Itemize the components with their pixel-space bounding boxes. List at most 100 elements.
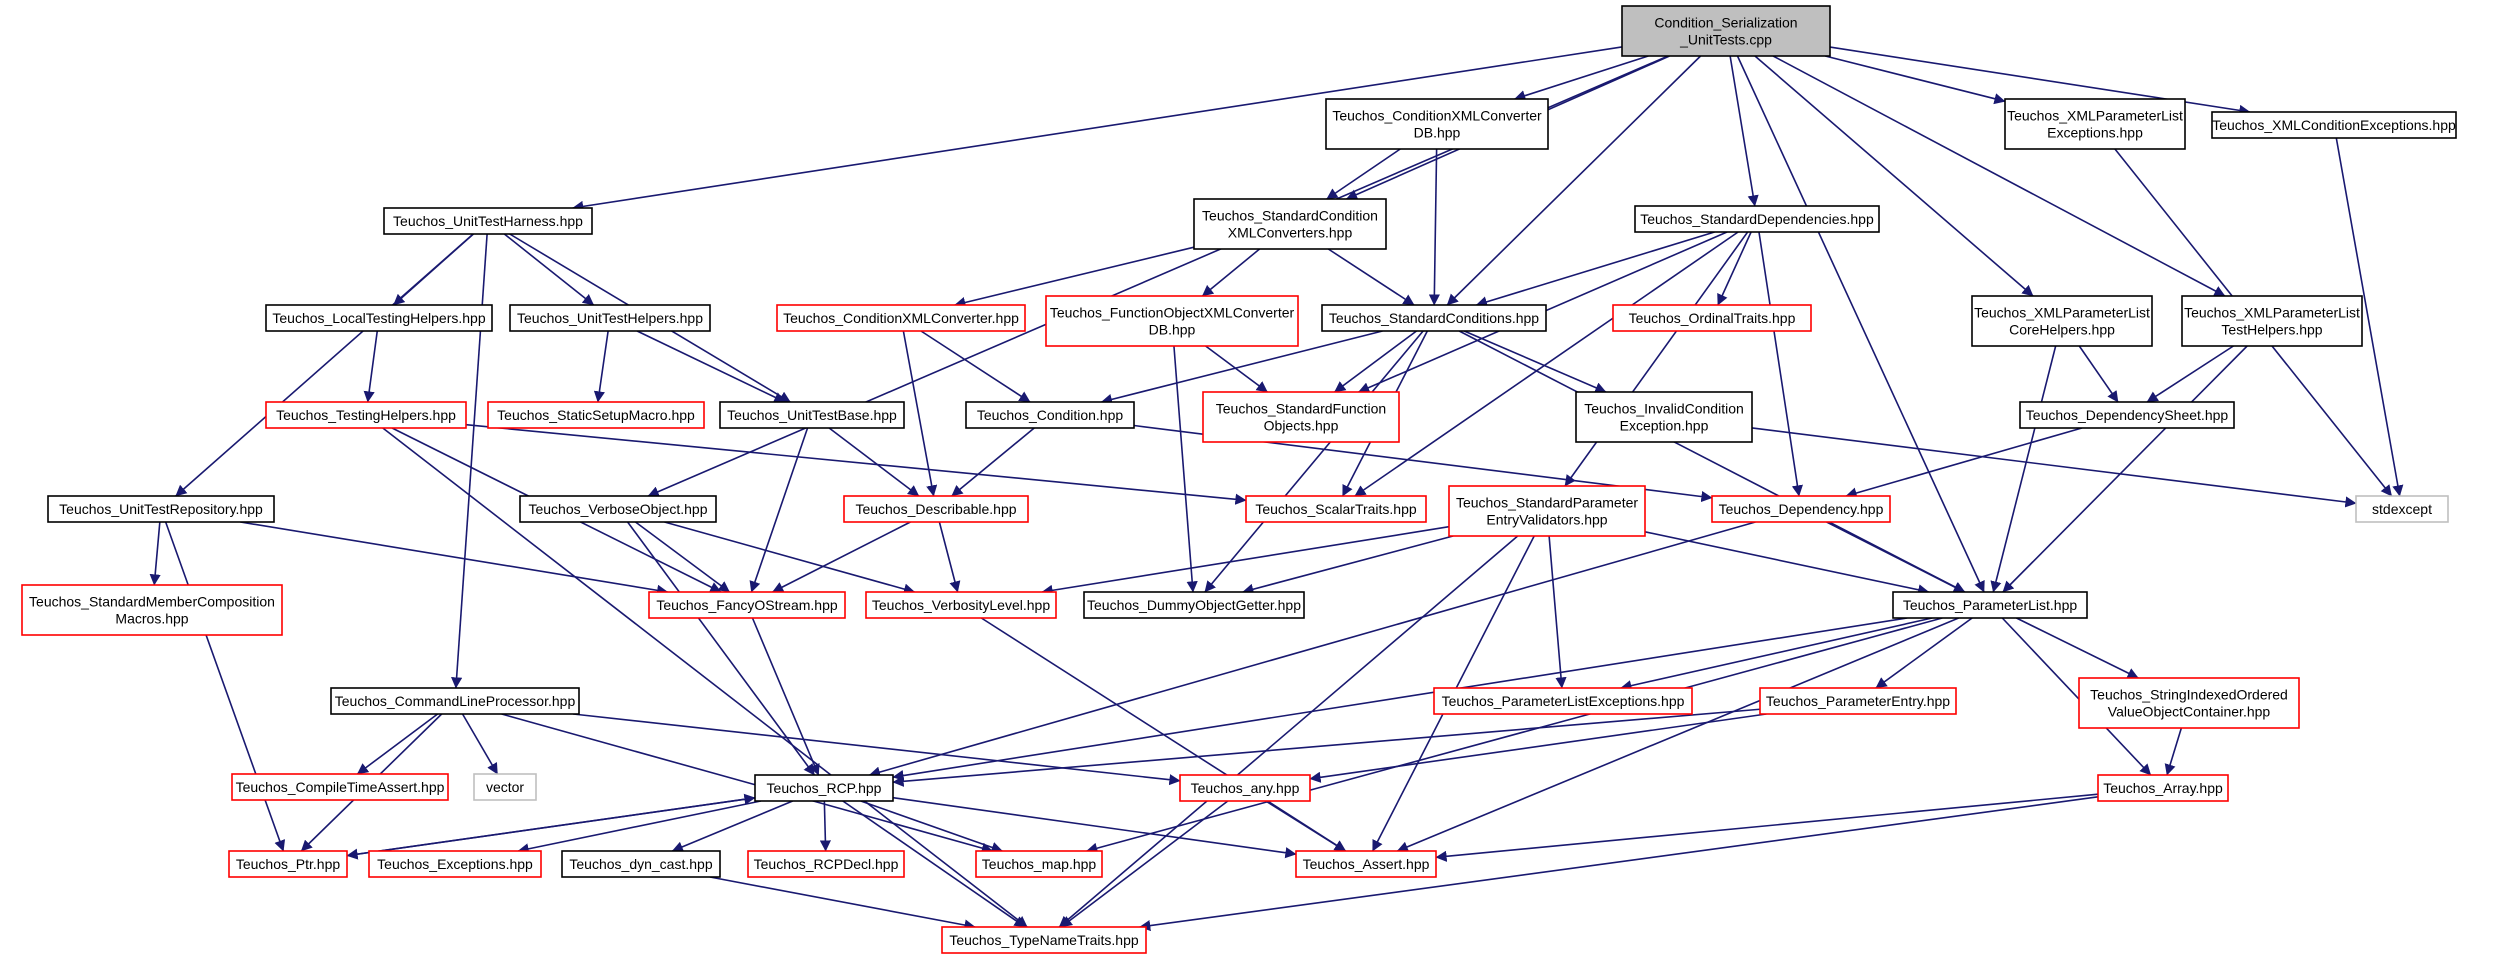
node-cta[interactable]: Teuchos_CompileTimeAssert.hpp — [231, 773, 449, 801]
node-label-localtest: Teuchos_LocalTestingHelpers.hpp — [272, 310, 485, 326]
node-strindexed[interactable]: Teuchos_StringIndexedOrderedValueObjectC… — [2078, 677, 2300, 729]
node-staticsetup[interactable]: Teuchos_StaticSetupMacro.hpp — [487, 401, 705, 429]
node-label-utbase: Teuchos_UnitTestBase.hpp — [727, 407, 897, 423]
node-dummy[interactable]: Teuchos_DummyObjectGetter.hpp — [1083, 591, 1305, 619]
node-array[interactable]: Teuchos_Array.hpp — [2097, 774, 2229, 802]
node-label-array: Teuchos_Array.hpp — [2103, 780, 2223, 796]
node-verblevel[interactable]: Teuchos_VerbosityLevel.hpp — [865, 591, 1057, 619]
edge-cond-to-describ — [951, 427, 1035, 497]
edge-clp-to-map — [501, 713, 993, 854]
node-depsheet[interactable]: Teuchos_DependencySheet.hpp — [2019, 401, 2235, 429]
node-label-vector: vector — [486, 779, 524, 795]
node-box-rcp — [754, 774, 894, 802]
node-ordtraits[interactable]: Teuchos_OrdinalTraits.hpp — [1612, 304, 1812, 332]
node-root[interactable]: Condition_Serialization_UnitTests.cpp — [1621, 5, 1831, 57]
node-testhelp[interactable]: Teuchos_TestingHelpers.hpp — [265, 401, 467, 429]
edge-paramentry-to-any — [1309, 713, 1767, 783]
node-paramentry[interactable]: Teuchos_ParameterEntry.hpp — [1759, 687, 1957, 715]
node-box-rcpdecl — [747, 850, 905, 878]
edge-stdcond-to-invcond — [1463, 330, 1607, 393]
edge-paramlist-to-array — [2001, 617, 2152, 776]
node-label-stdparamval: Teuchos_StandardParameter — [1456, 495, 1638, 511]
node-box-xmlcondexc — [2211, 111, 2457, 139]
node-box-fobjxmldb — [1045, 295, 1299, 347]
node-label-typename: Teuchos_TypeNameTraits.hpp — [949, 932, 1139, 948]
node-box-typename — [941, 926, 1147, 954]
node-uth[interactable]: Teuchos_UnitTestHarness.hpp — [383, 207, 593, 235]
node-paramlist[interactable]: Teuchos_ParameterList.hpp — [1892, 591, 2088, 619]
node-label-cxmldb: DB.hpp — [1414, 125, 1461, 141]
node-clp[interactable]: Teuchos_CommandLineProcessor.hpp — [330, 687, 580, 715]
node-stddep[interactable]: Teuchos_StandardDependencies.hpp — [1634, 205, 1880, 233]
node-box-clp — [330, 687, 580, 715]
edge-describ-to-verblevel — [938, 521, 961, 593]
node-uthelp[interactable]: Teuchos_UnitTestHelpers.hpp — [509, 304, 711, 332]
node-box-verblevel — [865, 591, 1057, 619]
node-localtest[interactable]: Teuchos_LocalTestingHelpers.hpp — [265, 304, 493, 332]
node-plexc[interactable]: Teuchos_ParameterListExceptions.hpp — [1433, 687, 1693, 715]
node-fancy[interactable]: Teuchos_FancyOStream.hpp — [648, 591, 846, 619]
node-typename[interactable]: Teuchos_TypeNameTraits.hpp — [941, 926, 1147, 954]
node-ptr[interactable]: Teuchos_Ptr.hpp — [228, 850, 348, 878]
node-rcpdecl[interactable]: Teuchos_RCPDecl.hpp — [747, 850, 905, 878]
edge-array-to-assert — [1435, 793, 2099, 862]
edge-stddep-to-stdcond — [1475, 231, 1715, 308]
edge-root-to-cxmldb — [1514, 55, 1649, 102]
edge-root-to-paramlist — [1736, 55, 1985, 593]
node-utbase[interactable]: Teuchos_UnitTestBase.hpp — [719, 401, 905, 429]
edge-utbase-to-describ — [828, 427, 920, 497]
node-vector[interactable]: vector — [473, 773, 537, 801]
node-describ[interactable]: Teuchos_Describable.hpp — [843, 495, 1029, 523]
edge-rcp-to-exceptions — [517, 800, 762, 855]
node-cond[interactable]: Teuchos_Condition.hpp — [965, 401, 1135, 429]
node-exceptions[interactable]: Teuchos_Exceptions.hpp — [368, 850, 542, 878]
node-label-invcond: Teuchos_InvalidCondition — [1584, 401, 1744, 417]
node-stdexcept[interactable]: stdexcept — [2355, 495, 2449, 523]
node-label-condxmlconv: Teuchos_ConditionXMLConverter.hpp — [783, 310, 1019, 326]
node-box-root — [1621, 5, 1831, 57]
node-xmlcondexc[interactable]: Teuchos_XMLConditionExceptions.hpp — [2211, 111, 2457, 139]
node-map[interactable]: Teuchos_map.hpp — [975, 850, 1103, 878]
node-label-uthelp: Teuchos_UnitTestHelpers.hpp — [517, 310, 703, 326]
node-label-map: Teuchos_map.hpp — [982, 856, 1097, 872]
node-scxml[interactable]: Teuchos_StandardConditionXMLConverters.h… — [1193, 198, 1387, 250]
node-label-stdcond: Teuchos_StandardConditions.hpp — [1329, 310, 1539, 326]
node-box-array — [2097, 774, 2229, 802]
node-any[interactable]: Teuchos_any.hpp — [1179, 774, 1311, 802]
node-rcp[interactable]: Teuchos_RCP.hpp — [754, 774, 894, 802]
node-box-stdmember — [21, 584, 283, 636]
node-label-scxml: XMLConverters.hpp — [1228, 225, 1353, 241]
node-box-map — [975, 850, 1103, 878]
edge-testhelp-to-scalartraits — [465, 423, 1247, 505]
node-dependency[interactable]: Teuchos_Dependency.hpp — [1711, 495, 1891, 523]
node-stdparamval[interactable]: Teuchos_StandardParameterEntryValidators… — [1448, 485, 1646, 537]
node-label-dummy: Teuchos_DummyObjectGetter.hpp — [1087, 597, 1301, 613]
node-box-invcond — [1575, 391, 1753, 443]
node-stdcond[interactable]: Teuchos_StandardConditions.hpp — [1321, 304, 1547, 332]
node-assert[interactable]: Teuchos_Assert.hpp — [1295, 850, 1437, 878]
edge-dyncast-to-typename — [709, 876, 976, 931]
node-condxmlconv[interactable]: Teuchos_ConditionXMLConverter.hpp — [776, 304, 1026, 332]
node-box-any — [1179, 774, 1311, 802]
node-label-testhelp: Teuchos_TestingHelpers.hpp — [276, 407, 456, 423]
node-scalartraits[interactable]: Teuchos_ScalarTraits.hpp — [1245, 495, 1427, 523]
node-label-utrepo: Teuchos_UnitTestRepository.hpp — [59, 501, 263, 517]
node-box-xmlplcore — [1971, 295, 2153, 347]
node-box-ptr — [228, 850, 348, 878]
node-label-uth: Teuchos_UnitTestHarness.hpp — [393, 213, 583, 229]
node-stdmember[interactable]: Teuchos_StandardMemberCompositionMacros.… — [21, 584, 283, 636]
edge-invcond-to-stdexcept — [1751, 427, 2357, 508]
node-verbobj[interactable]: Teuchos_VerboseObject.hpp — [519, 495, 717, 523]
node-box-stdfunc — [1202, 391, 1400, 443]
edge-utbase-to-fancy — [749, 427, 809, 593]
node-dyncast[interactable]: Teuchos_dyn_cast.hpp — [561, 850, 721, 878]
node-label-strindexed: Teuchos_StringIndexedOrdered — [2090, 687, 2288, 703]
node-utrepo[interactable]: Teuchos_UnitTestRepository.hpp — [47, 495, 275, 523]
